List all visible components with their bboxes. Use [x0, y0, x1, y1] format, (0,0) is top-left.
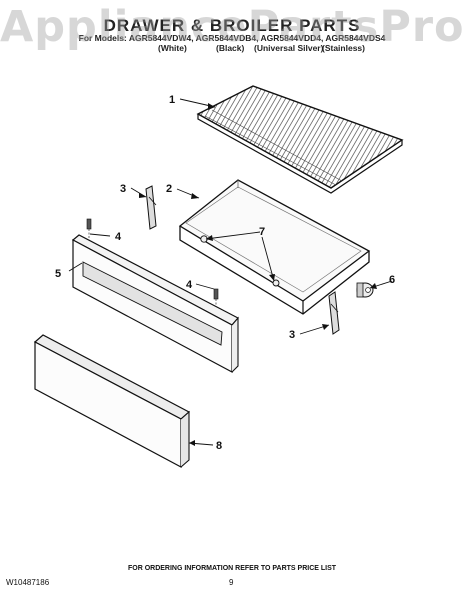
- callout-8: 8: [216, 440, 222, 452]
- drawer-front-panel[interactable]: [71, 234, 239, 374]
- broiler-rack[interactable]: [196, 85, 404, 194]
- callout-3-upper: 3: [120, 183, 126, 195]
- screw-upper[interactable]: [86, 218, 92, 242]
- callout-7: 7: [259, 226, 265, 238]
- screw-lower[interactable]: [213, 288, 219, 310]
- callout-4-lower: 4: [186, 279, 193, 291]
- leader-lines: [68, 98, 393, 446]
- ordering-note: FOR ORDERING INFORMATION REFER TO PARTS …: [127, 565, 337, 572]
- models-line: For Models: AGR5844VDW4, AGR5844VDB4, AG…: [78, 33, 386, 43]
- callout-5: 5: [55, 268, 61, 280]
- callout-4-upper: 4: [115, 231, 122, 243]
- drawer-slide-lower[interactable]: [328, 291, 340, 335]
- callout-3-lower: 3: [289, 329, 295, 341]
- callout-2: 2: [166, 183, 172, 195]
- callout-6: 6: [389, 274, 395, 286]
- glide-clip[interactable]: [356, 282, 374, 298]
- broiler-drawer[interactable]: [178, 179, 371, 315]
- variant-white: (White): [158, 43, 187, 53]
- document-id: W10487186: [6, 578, 50, 587]
- drawer-slide-upper[interactable]: [145, 185, 157, 230]
- variant-universal-silver: (Universal Silver): [254, 43, 324, 53]
- variant-black: (Black): [216, 43, 245, 53]
- kick-panel[interactable]: [33, 334, 191, 469]
- watermark: AppliancePartsPros.com: [0, 2, 464, 52]
- page-number: 9: [229, 578, 234, 587]
- leader-arrowheads: [139, 103, 377, 446]
- page-title: DRAWER & BROILER PARTS: [103, 16, 361, 35]
- variant-stainless: (Stainless): [322, 43, 365, 53]
- callout-1: 1: [169, 94, 175, 106]
